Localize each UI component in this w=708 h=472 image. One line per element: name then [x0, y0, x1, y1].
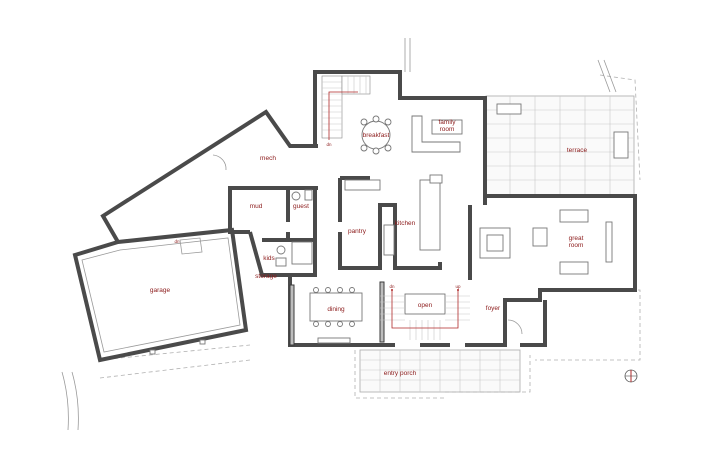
label-pantry: pantry	[348, 228, 367, 235]
room-labels: mech mud guest kids storage garage break…	[150, 119, 588, 377]
label-mech: mech	[260, 155, 276, 162]
upper-stair	[321, 75, 371, 140]
garage-area	[72, 227, 249, 363]
label-terrace: terrace	[567, 147, 588, 154]
label-kitchen: kitchen	[395, 220, 416, 227]
stair-mark-garage: dn	[174, 239, 180, 244]
label-guest: guest	[293, 203, 309, 210]
terrace-paving	[485, 59, 635, 197]
stair-mark-main-left: dn	[389, 284, 395, 289]
label-storage: storage	[255, 273, 277, 280]
main-walls	[228, 70, 637, 347]
label-open: open	[418, 302, 433, 309]
label-garage: garage	[150, 287, 171, 294]
label-entry-porch: entry porch	[384, 370, 417, 377]
label-family-room-line2: room	[440, 126, 455, 133]
entry-porch-paving	[354, 349, 531, 399]
label-breakfast: breakfast	[363, 132, 390, 139]
label-foyer: foyer	[486, 305, 501, 312]
label-kids: kids	[263, 255, 275, 262]
main-stair	[380, 289, 523, 340]
mech-area	[100, 109, 318, 243]
label-great-room-line2: room	[569, 242, 584, 249]
label-mud: mud	[250, 203, 263, 210]
label-dining: dining	[327, 306, 345, 313]
label-great-room-line1: great	[569, 235, 584, 242]
label-family-room-line1: family	[439, 119, 457, 126]
furniture	[275, 115, 613, 344]
north-arrow-icon	[624, 369, 638, 383]
stair-mark-main-right: up	[455, 284, 461, 289]
stair-mark-upper: dn	[326, 142, 332, 147]
